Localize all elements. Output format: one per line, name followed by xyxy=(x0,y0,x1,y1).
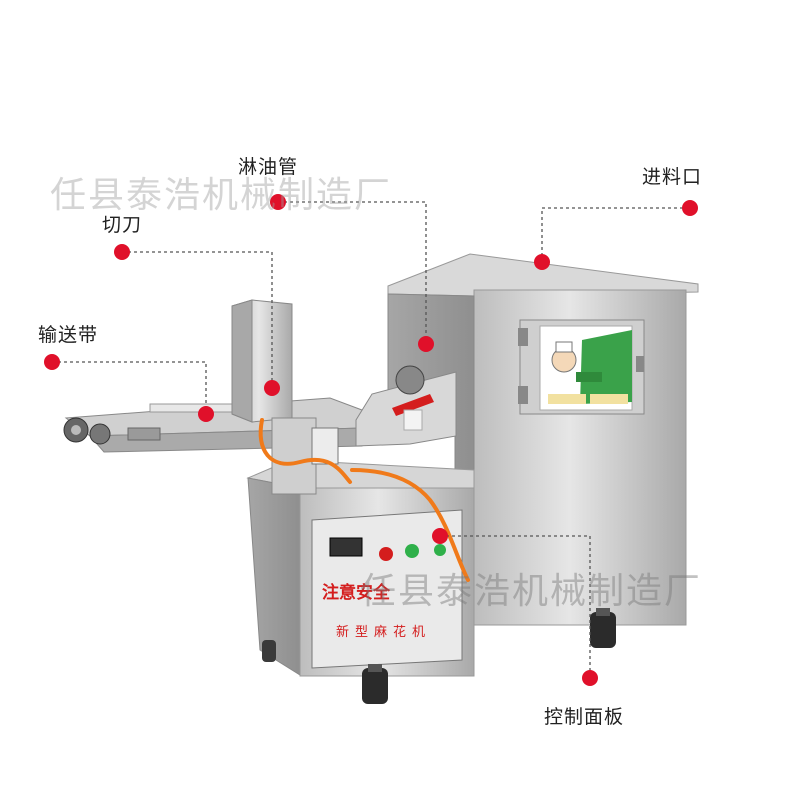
watermark-top: 任县泰浩机械制造厂 xyxy=(50,175,393,216)
watermark-bottom: 任县泰浩机械制造厂 xyxy=(360,571,703,612)
dot-conveyor-start xyxy=(44,354,60,370)
dot-oil-pipe xyxy=(418,336,434,352)
dot-conveyor xyxy=(198,406,214,422)
casters xyxy=(262,608,616,704)
leader-lines xyxy=(52,201,690,678)
callout-dots xyxy=(44,194,698,686)
label-cutter: 切刀 xyxy=(102,214,143,236)
roller-chute xyxy=(355,365,457,447)
lower-cabinet: 注意安全 新型麻花机 xyxy=(246,459,475,677)
dot-control-panel xyxy=(432,528,448,544)
label-oil-pipe: 淋油管 xyxy=(238,156,299,178)
label-control-panel: 控制面板 xyxy=(544,706,625,728)
label-feed-inlet: 进料口 xyxy=(642,166,703,188)
main-housing xyxy=(387,253,699,631)
warning-text: 注意安全 xyxy=(322,582,391,603)
dot-feed-inlet xyxy=(534,254,550,270)
label-conveyor: 输送带 xyxy=(38,324,99,346)
model-text: 新型麻花机 xyxy=(336,624,431,640)
dot-cutter-start xyxy=(114,244,130,260)
hoses xyxy=(258,418,470,582)
dot-feed-inlet-end xyxy=(682,200,698,216)
dot-cutter xyxy=(264,380,280,396)
dot-control-panel-end xyxy=(582,670,598,686)
dot-oil-pipe-start xyxy=(270,194,286,210)
